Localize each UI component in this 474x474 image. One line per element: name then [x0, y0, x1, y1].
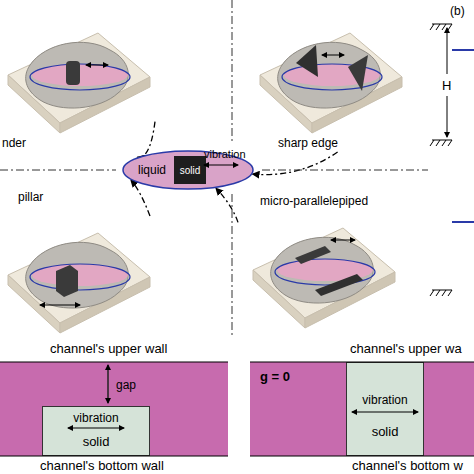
solid-block: vibration solid: [42, 406, 150, 456]
node-sublabel: solid: [43, 435, 149, 449]
dashed-arrow: [253, 152, 338, 175]
wall-label: channel's upper wa: [350, 342, 462, 356]
node-label: liquid: [138, 163, 166, 177]
dashed-arrow: [137, 122, 155, 158]
pillar-panel: pillar: [0, 190, 150, 334]
channel-no-gap: g = 0 vibration solid: [250, 362, 474, 456]
node-label: sharp edge: [278, 136, 338, 150]
wall-label: channel's bottom w: [352, 459, 463, 473]
channel-gap: gap vibration solid: [0, 362, 228, 456]
node-label: micro-parallelepiped: [260, 194, 368, 208]
cylinder-panel: nder: [0, 0, 155, 152]
solid-block: vibrationsolid: [174, 156, 206, 184]
node-label: vibration: [347, 393, 423, 407]
node-label: pillar: [18, 190, 43, 204]
wall-label: channel's bottom wall: [40, 459, 164, 473]
node-label: vibration: [204, 147, 246, 161]
node-label: g = 0: [260, 370, 290, 384]
solid-block: vibration solid: [346, 362, 424, 456]
node-label: nder: [2, 136, 26, 150]
sharp-edge-panel: sharp edge: [248, 0, 408, 152]
node-sublabel: solid: [347, 425, 423, 439]
node-label: gap: [116, 378, 136, 392]
liquid-ellipse: liquidvibrationsolid: [122, 150, 254, 190]
node-label: vibration: [43, 411, 149, 425]
wall-label: (b): [450, 4, 465, 18]
parallelepiped-panel: micro-parallelepiped: [238, 194, 408, 336]
dashed-arrow: [216, 188, 238, 222]
node-sublabel: solid: [174, 164, 206, 178]
wall-label: channel's upper wall: [50, 342, 167, 356]
wall-label: H: [442, 79, 451, 93]
